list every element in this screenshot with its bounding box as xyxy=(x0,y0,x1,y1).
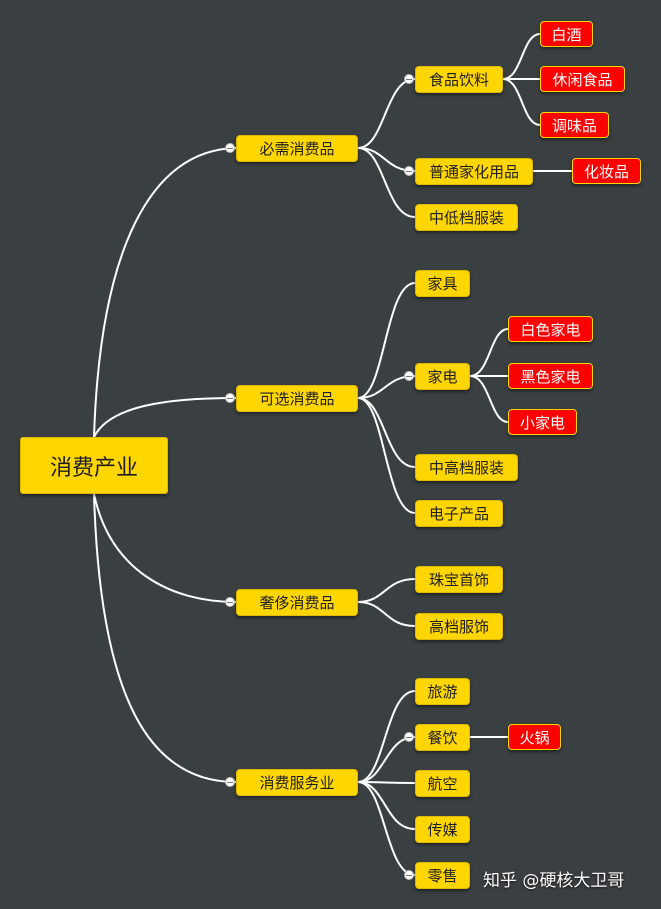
subcategory-node[interactable]: 家电 xyxy=(415,363,470,390)
collapse-toggle-icon[interactable] xyxy=(404,74,414,84)
leaf-tag[interactable]: 黑色家电 xyxy=(508,363,593,389)
leaf-tag[interactable]: 火锅 xyxy=(508,724,561,750)
collapse-toggle-icon[interactable] xyxy=(404,732,414,742)
category-node[interactable]: 消费服务业 xyxy=(236,769,358,796)
subcategory-node[interactable]: 旅游 xyxy=(415,678,470,705)
collapse-toggle-icon[interactable] xyxy=(225,143,235,153)
subcategory-node[interactable]: 普通家化用品 xyxy=(415,158,533,185)
category-node[interactable]: 必需消费品 xyxy=(236,135,358,162)
subcategory-node[interactable]: 高档服饰 xyxy=(415,613,503,640)
subcategory-node[interactable]: 零售 xyxy=(415,862,470,889)
collapse-toggle-icon[interactable] xyxy=(225,393,235,403)
collapse-toggle-icon[interactable] xyxy=(225,777,235,787)
watermark: 知乎 @硬核大卫哥 xyxy=(483,871,625,891)
leaf-tag[interactable]: 白酒 xyxy=(540,21,593,47)
collapse-toggle-icon[interactable] xyxy=(225,597,235,607)
leaf-tag[interactable]: 调味品 xyxy=(540,112,609,138)
subcategory-node[interactable]: 传媒 xyxy=(415,816,470,843)
subcategory-node[interactable]: 中低档服装 xyxy=(415,204,518,231)
subcategory-node[interactable]: 航空 xyxy=(415,770,470,797)
leaf-tag[interactable]: 小家电 xyxy=(508,409,577,435)
subcategory-node[interactable]: 电子产品 xyxy=(415,500,503,527)
collapse-toggle-icon[interactable] xyxy=(404,870,414,880)
root-node[interactable]: 消费产业 xyxy=(20,437,168,494)
category-node[interactable]: 奢侈消费品 xyxy=(236,589,358,616)
leaf-tag[interactable]: 休闲食品 xyxy=(540,66,625,92)
subcategory-node[interactable]: 珠宝首饰 xyxy=(415,566,503,593)
collapse-toggle-icon[interactable] xyxy=(404,166,414,176)
leaf-tag[interactable]: 化妆品 xyxy=(572,158,641,184)
subcategory-node[interactable]: 餐饮 xyxy=(415,724,470,751)
subcategory-node[interactable]: 家具 xyxy=(415,270,470,297)
subcategory-node[interactable]: 食品饮料 xyxy=(415,66,503,93)
leaf-tag[interactable]: 白色家电 xyxy=(508,316,593,342)
category-node[interactable]: 可选消费品 xyxy=(236,385,358,412)
subcategory-node[interactable]: 中高档服装 xyxy=(415,454,518,481)
collapse-toggle-icon[interactable] xyxy=(404,371,414,381)
